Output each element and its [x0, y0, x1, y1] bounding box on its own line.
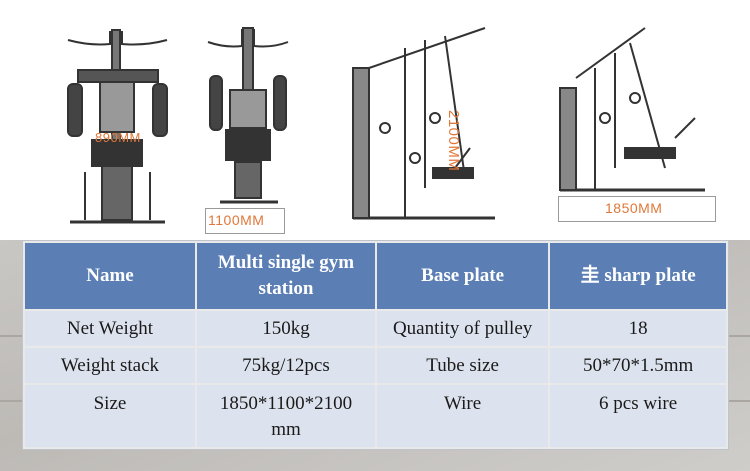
spec-table: Name Multi single gym station Base plate… — [23, 241, 728, 449]
height-dimension-label: 2100MM — [445, 110, 462, 172]
table-row: Size 1850*1100*2100 mm Wire 6 pcs wire — [25, 385, 726, 447]
length-dimension-label: 1850MM — [605, 200, 663, 216]
iso-view-diagram-left — [352, 27, 495, 220]
width-dimension-label: 890MM — [95, 130, 141, 145]
table-header-row: Name Multi single gym station Base plate… — [25, 243, 726, 309]
product-diagram-area: 1100MM 890MM 2100MM — [0, 0, 750, 240]
cell-value: 6 pcs wire — [550, 385, 726, 447]
cell-label: Weight stack — [25, 348, 195, 383]
depth-dimension-box — [205, 208, 285, 234]
cell-label: Quantity of pulley — [377, 311, 549, 346]
header-model: Multi single gym station — [196, 243, 375, 309]
cell-value: 75kg/12pcs — [196, 348, 375, 383]
cell-value: 150kg — [196, 311, 375, 346]
iso-view-diagram-right — [559, 27, 705, 192]
depth-dimension-label: 1100MM — [208, 212, 265, 228]
header-sharp-plate: 圭 sharp plate — [550, 243, 726, 309]
front-view-diagram — [67, 29, 168, 224]
spec-table-container: Name Multi single gym station Base plate… — [22, 240, 729, 450]
length-dimension-box — [558, 196, 716, 222]
cell-value: 18 — [550, 311, 726, 346]
table-row: Net Weight 150kg Quantity of pulley 18 — [25, 311, 726, 346]
cell-value: 50*70*1.5mm — [550, 348, 726, 383]
cell-label: Size — [25, 385, 195, 447]
side-view-diagram — [207, 27, 289, 204]
header-name: Name — [25, 243, 195, 309]
cell-label: Net Weight — [25, 311, 195, 346]
table-row: Weight stack 75kg/12pcs Tube size 50*70*… — [25, 348, 726, 383]
cell-value: 1850*1100*2100 mm — [196, 385, 375, 447]
cell-label: Tube size — [377, 348, 549, 383]
cell-label: Wire — [377, 385, 549, 447]
header-base-plate: Base plate — [377, 243, 549, 309]
